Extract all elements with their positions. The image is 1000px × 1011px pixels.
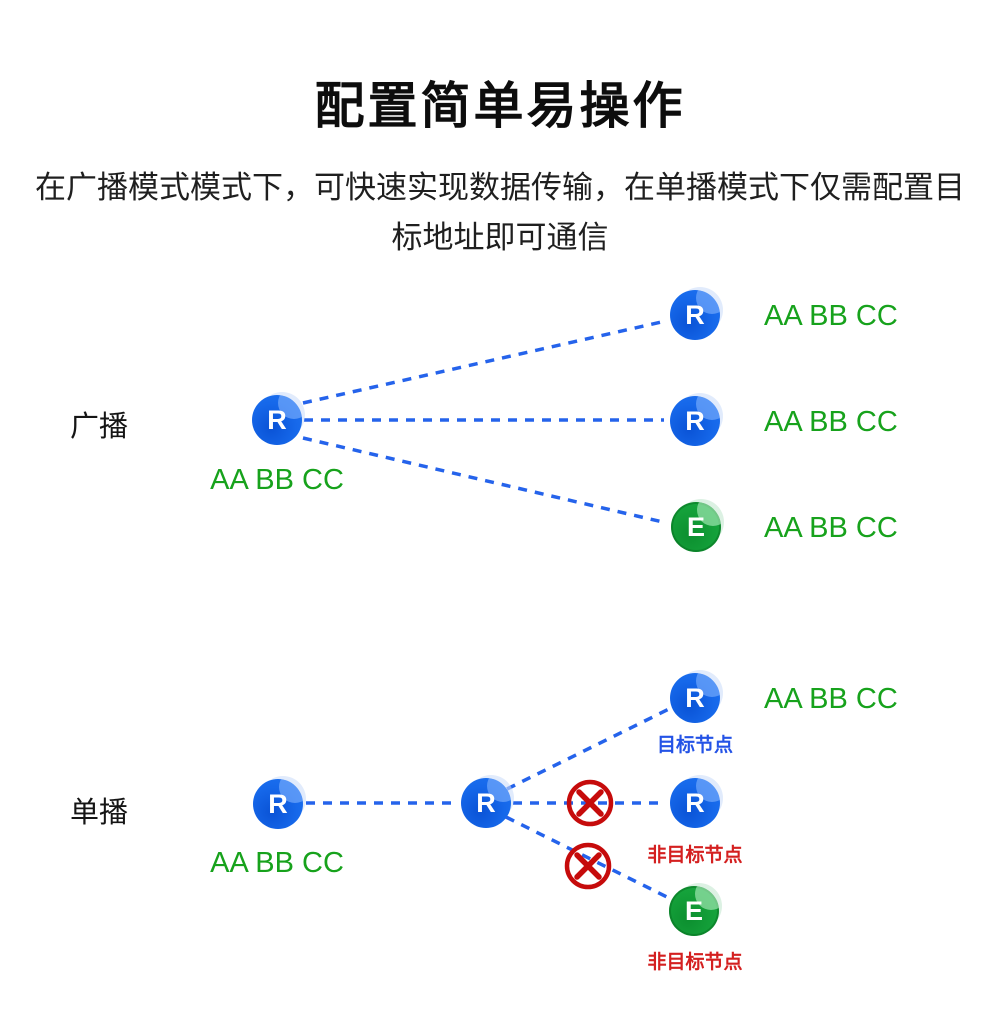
broadcast-target-node-1-letter: R [685, 299, 705, 330]
broadcast-target-node-3: E [671, 502, 721, 552]
unicast-line-relay-nontarget2 [505, 815, 672, 901]
unicast-nontarget-node-2: E [669, 886, 719, 936]
unicast-target-node-tag: 目标节点 [656, 735, 733, 756]
broadcast-source-node: R [252, 395, 302, 445]
broadcast-section-label: 广播 [70, 411, 129, 443]
unicast-target-address: AA BB CC [764, 683, 898, 715]
blocked-x-icon [564, 842, 612, 890]
unicast-nontarget-node-2-tag: 非目标节点 [647, 952, 743, 973]
broadcast-target-address-1: AA BB CC [764, 300, 898, 332]
page-title: 配置简单易操作 [314, 78, 686, 134]
broadcast-target-address-3: AA BB CC [764, 512, 898, 544]
broadcast-source-node-letter: R [267, 404, 287, 435]
unicast-nontarget-node-1-letter: R [685, 787, 705, 818]
broadcast-line-3 [302, 436, 668, 525]
unicast-nontarget-node-1: R [670, 778, 720, 828]
unicast-source-address: AA BB CC [210, 847, 344, 879]
unicast-nontarget-node-2-letter: E [684, 895, 703, 926]
blocked-x-icon [566, 779, 614, 827]
unicast-nontarget-node-1-tag: 非目标节点 [647, 845, 743, 866]
unicast-relay-node: R [461, 778, 511, 828]
unicast-line-relay-target [506, 707, 670, 791]
unicast-target-node: R [670, 673, 720, 723]
broadcast-source-address: AA BB CC [210, 464, 344, 496]
unicast-section-label: 单播 [70, 797, 129, 829]
broadcast-target-node-3-letter: E [686, 511, 705, 542]
page-subtitle: 在广播模式模式下，可快速实现数据传输，在单播模式下仅需配置目标地址即可通信 [35, 170, 965, 255]
unicast-source-node-letter: R [268, 788, 288, 819]
broadcast-target-node-2: R [670, 396, 720, 446]
unicast-target-node-letter: R [685, 682, 705, 713]
unicast-source-node: R [253, 779, 303, 829]
broadcast-target-node-2-letter: R [685, 405, 705, 436]
broadcast-target-node-1: R [670, 290, 720, 340]
broadcast-line-1 [302, 319, 667, 405]
unicast-relay-node-letter: R [476, 787, 496, 818]
broadcast-target-address-2: AA BB CC [764, 406, 898, 438]
